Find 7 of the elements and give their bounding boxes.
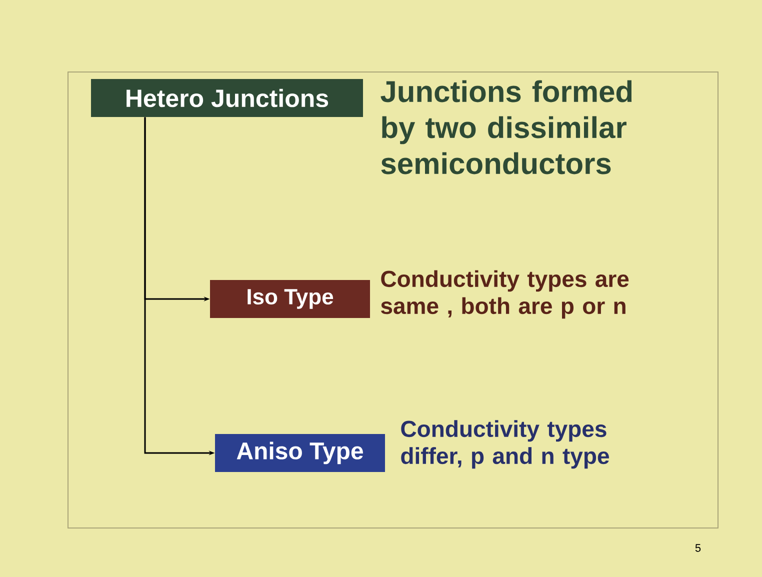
page-number: 5	[695, 544, 701, 552]
description-text: Conductivity types are same , both are p or n	[381, 270, 629, 319]
heading-box: Aniso Type	[215, 434, 385, 472]
heading-box: Iso Type	[210, 280, 370, 318]
heading-box: Hetero Junctions	[91, 79, 363, 117]
description-text: Conductivity types differ, p and n type	[401, 420, 609, 469]
description-text: Junctions formed by two dissimilar semiconductors	[380, 80, 632, 174]
